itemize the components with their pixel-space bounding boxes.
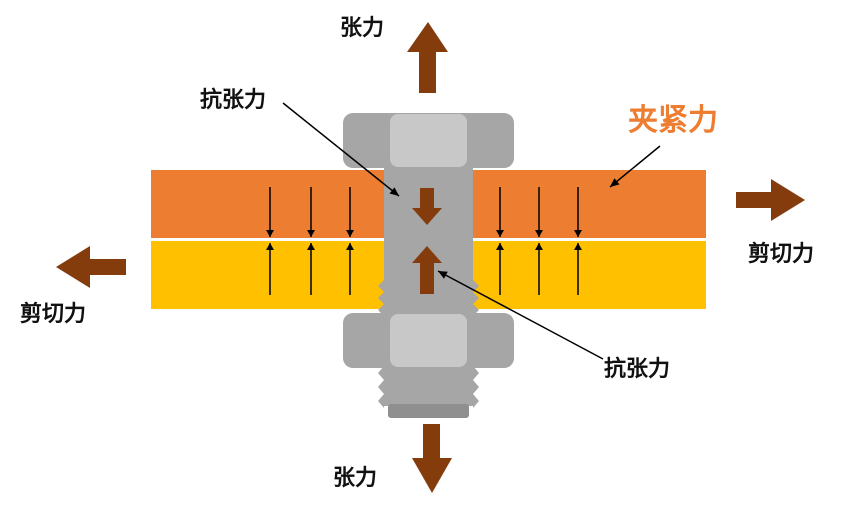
clamp-arrows-left — [266, 187, 354, 295]
left-bottom-plate — [151, 241, 385, 309]
tension-down-arrow — [412, 424, 452, 493]
anti-tension-up-arrow — [412, 246, 442, 294]
shear-left-arrow — [56, 246, 126, 288]
leader-line-anti-tension-bottom — [437, 270, 604, 360]
shear-left-label: 剪切力 — [20, 302, 87, 327]
clamping-force-label: 夹紧力 — [628, 103, 718, 138]
shear-right-label: 剪切力 — [748, 242, 815, 267]
tension-top-label: 张力 — [340, 16, 385, 41]
leader-line-anti-tension-top — [282, 102, 400, 197]
tension-bottom-label: 张力 — [333, 466, 378, 491]
leader-line-clamping — [609, 145, 661, 188]
tension-up-arrow — [407, 22, 448, 93]
clamp-arrows-right — [496, 187, 582, 295]
left-top-plate — [151, 170, 385, 238]
anti-tension-bottom-label: 抗张力 — [604, 357, 671, 382]
right-bottom-plate — [473, 241, 706, 309]
right-top-plate — [473, 170, 706, 238]
bolt-head — [343, 113, 514, 168]
shear-right-arrow — [736, 179, 805, 221]
bolt-thread — [378, 280, 479, 408]
anti-tension-top-label: 抗张力 — [200, 88, 267, 113]
anti-tension-down-arrow — [412, 188, 442, 225]
nut — [343, 313, 514, 368]
bolt-tip — [388, 404, 469, 418]
